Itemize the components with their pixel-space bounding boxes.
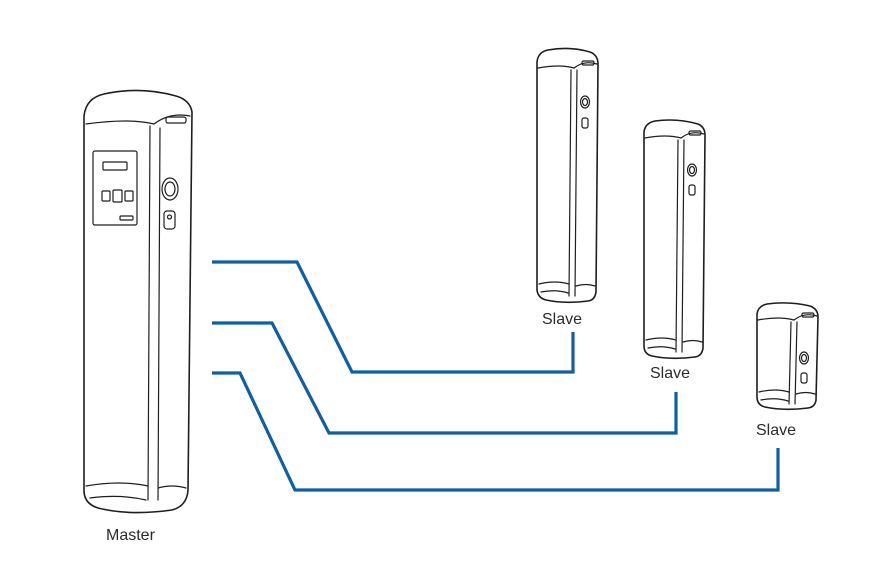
slave-2-label: Slave [650, 365, 691, 382]
slave-charger-1 [536, 47, 599, 304]
connection-line-slave-1 [212, 260, 575, 374]
slave-charger-3 [756, 302, 819, 411]
master-label: Master [106, 527, 155, 544]
slave-charger-2 [643, 119, 706, 360]
connection-line-slave-2 [212, 321, 678, 435]
master-charger [83, 89, 193, 514]
connection-line-slave-3 [212, 371, 780, 492]
slave-3-label: Slave [756, 422, 797, 439]
slave-1-label: Slave [542, 311, 583, 328]
